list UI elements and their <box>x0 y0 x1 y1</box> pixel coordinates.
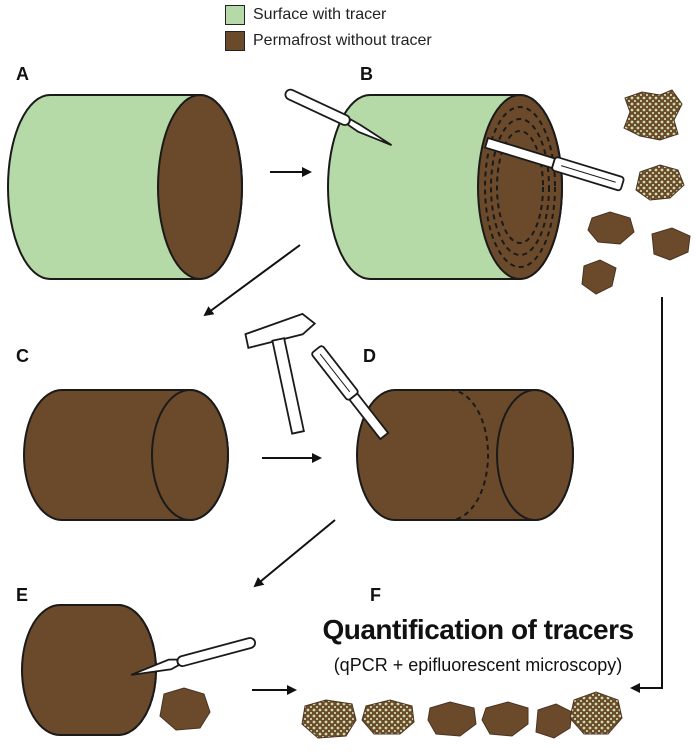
soil-fragments-row <box>301 691 623 739</box>
legend-swatch-surface <box>225 5 245 25</box>
quantification-subtitle: (qPCR + epifluorescent microscopy) <box>333 655 623 675</box>
chisel-icon <box>483 136 625 192</box>
panel-label-a: A <box>16 64 29 84</box>
panel-label-c: C <box>16 346 29 366</box>
cylinder-b <box>327 94 563 280</box>
legend-label-permafrost: Permafrost without tracer <box>253 32 432 49</box>
chisel-d-icon <box>311 345 390 441</box>
arrow-b-to-f <box>630 297 663 693</box>
scalpel-icon <box>284 88 393 146</box>
quantification-title: Quantification of tracers <box>322 614 634 645</box>
arrow-b-to-c <box>203 244 301 317</box>
legend-swatch-permafrost <box>225 31 245 51</box>
legend-label-surface: Surface with tracer <box>253 6 387 23</box>
arrow-d-to-e <box>253 519 336 588</box>
legend-item-surface: Surface with tracer <box>225 2 432 28</box>
soil-fragment-e-icon <box>159 687 211 731</box>
soil-fragment-icon <box>581 89 691 295</box>
panel-label-f: F <box>370 585 381 605</box>
legend: Surface with tracer Permafrost without t… <box>225 2 432 54</box>
cylinder-c <box>23 389 229 521</box>
cylinder-a <box>7 94 243 280</box>
legend-item-permafrost: Permafrost without tracer <box>225 28 432 54</box>
panel-label-e: E <box>16 585 29 605</box>
scalpel-e-icon <box>130 637 257 676</box>
hammer-icon <box>244 312 317 435</box>
cylinder-e <box>21 604 157 736</box>
arrows <box>203 167 663 695</box>
panel-label-d: D <box>363 346 376 366</box>
cylinder-d <box>356 389 574 521</box>
panel-label-b: B <box>360 64 373 84</box>
